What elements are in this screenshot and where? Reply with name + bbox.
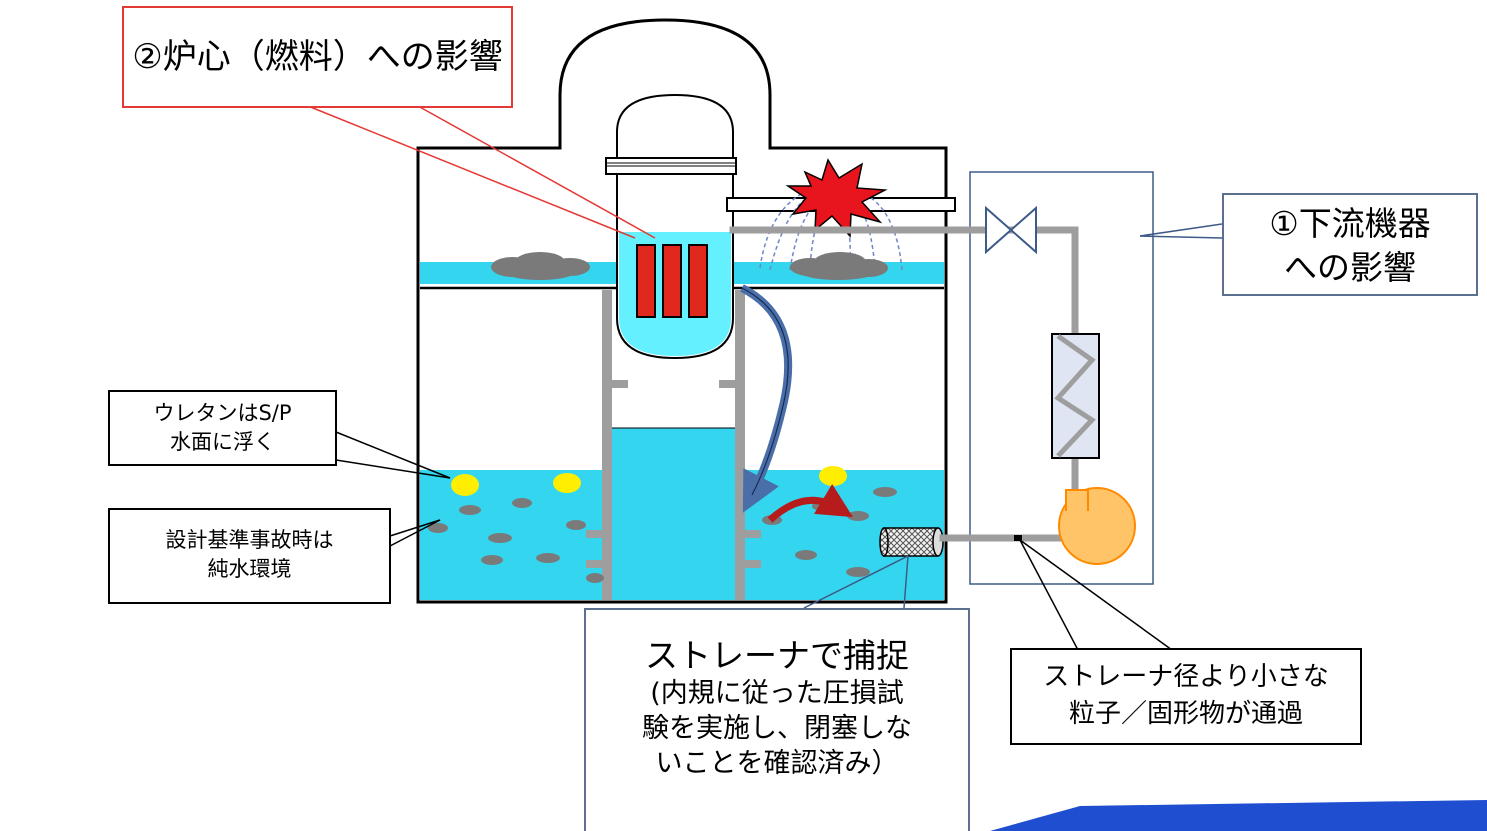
design-basis-note-line1: 設計基準事故時は — [165, 528, 334, 552]
particle-pass-line2: 粒子／固形物が通過 — [1068, 699, 1303, 729]
footer-ribbon — [990, 800, 1487, 831]
urethane-note-line2: 水面に浮く — [170, 430, 275, 454]
strainer-capture-detail-1: (内規に従った圧損試 — [650, 678, 904, 709]
floating-urethane — [451, 466, 847, 496]
pedestal-inner-water — [612, 428, 735, 600]
strainer-capture-detail-3: いことを確認済み） — [655, 748, 899, 779]
urethane-note-callout: ウレタンはS/P 水面に浮く — [108, 390, 337, 466]
reactor-vessel — [616, 93, 734, 165]
mesh-strainer-icon — [879, 527, 944, 557]
downstream-impact-line2: への影響 — [1284, 248, 1416, 287]
fuel-rods — [636, 244, 708, 318]
downstream-system-box — [969, 171, 1154, 585]
swirl-arrow — [767, 483, 853, 523]
heat-exchanger-icon — [1051, 333, 1100, 459]
callout-leaders — [307, 105, 1223, 651]
pump-icon — [1058, 487, 1136, 565]
strainer-capture-title: ストレーナで捕捉 — [645, 636, 909, 675]
explosion-icon — [785, 158, 888, 238]
pedestal-left-wall — [602, 290, 612, 600]
strainer-capture-detail-2: 験を実施し、閉塞しな — [642, 713, 912, 744]
bowtie-valve-icon — [985, 205, 1037, 255]
strainer-capture-callout: ストレーナで捕捉 (内規に従った圧損試 験を実施し、閉塞しな いことを確認済み） — [584, 608, 970, 831]
pedestal-brackets — [586, 380, 761, 568]
design-basis-note-line2: 純水環境 — [207, 557, 292, 581]
particle-pass-callout: ストレーナ径より小さな 粒子／固形物が通過 — [1010, 648, 1362, 745]
upper-debris — [491, 252, 888, 280]
pedestal-right-wall — [735, 290, 745, 600]
downstream-impact-line1: ①下流機器 — [1269, 204, 1431, 243]
core-impact-callout: ②炉心（燃料）への影響 — [122, 6, 513, 108]
containment-outline — [416, 18, 948, 604]
piping — [729, 226, 1079, 542]
particle-pass-line1: ストレーナ径より小さな — [1043, 662, 1329, 692]
orifice-mark — [1014, 535, 1022, 541]
urethane-note-line1: ウレタンはS/P — [153, 401, 292, 425]
core-impact-label: ②炉心（燃料）への影響 — [132, 37, 503, 77]
downstream-impact-callout: ①下流機器 への影響 — [1222, 193, 1478, 296]
design-basis-note-callout: 設計基準事故時は 純水環境 — [108, 508, 391, 604]
